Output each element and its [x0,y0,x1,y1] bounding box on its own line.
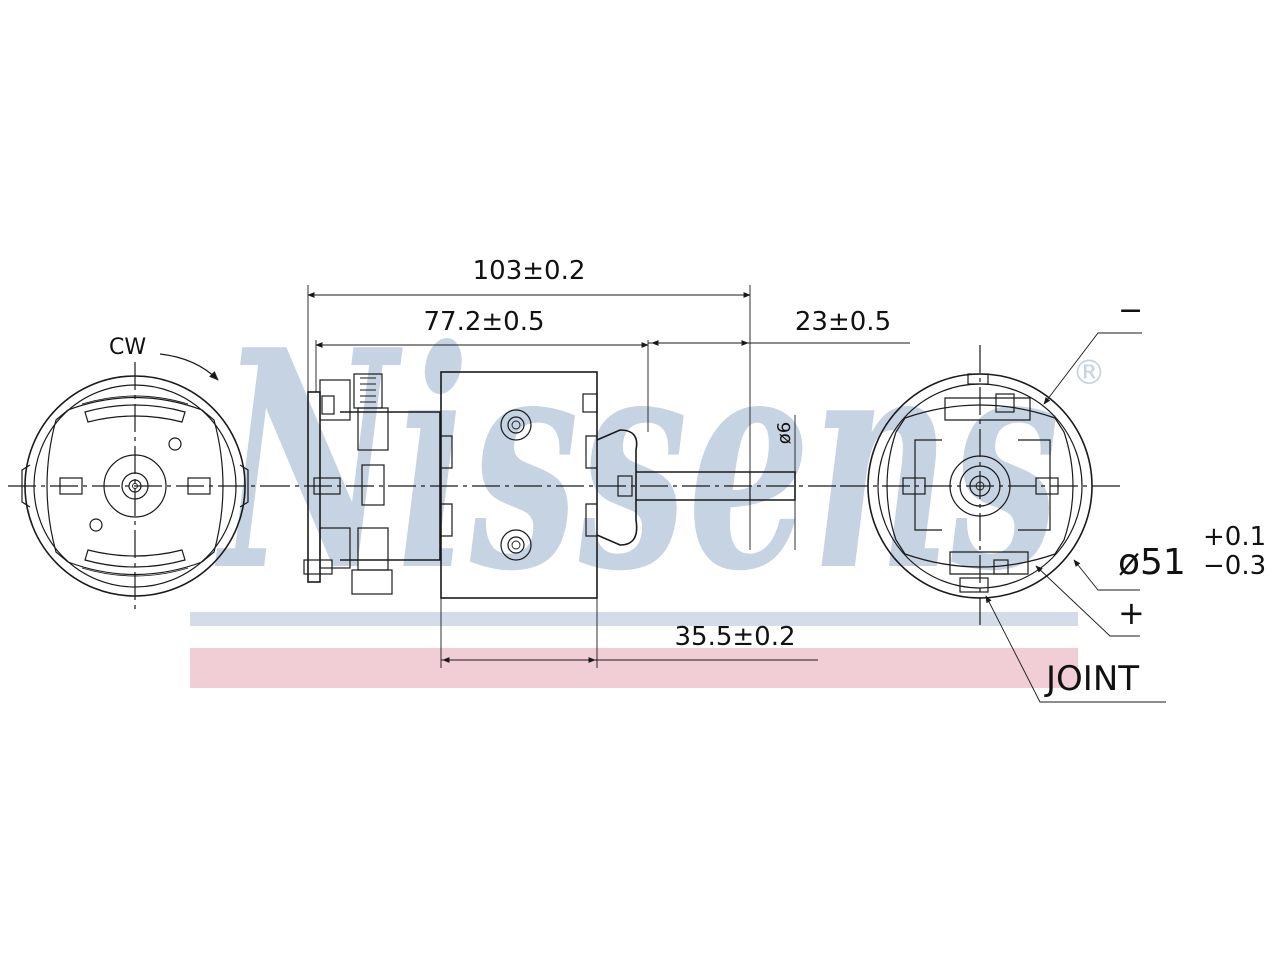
plus-terminal-label: + [1118,594,1145,632]
watermark-band-red [190,648,1078,688]
diameter-label: ø51 [1118,542,1186,583]
minus-terminal-label: − [1118,293,1143,328]
diameter-upper-tolerance: +0.1 [1203,522,1266,552]
dim-body-length: 77.2±0.5 [423,307,544,337]
right-end-view: − ø51 +0.1 −0.3 + JOINT [840,293,1266,703]
dim-shaft-length: 23±0.5 [795,307,891,337]
side-view: 103±0.2 77.2±0.5 23±0.5 ø6 35.5±0.2 [262,256,910,668]
watermark-band-blue [190,612,1078,626]
rotation-label: CW [109,335,146,360]
diameter-lower-tolerance: −0.3 [1203,551,1266,581]
dim-shaft-diameter: ø6 [774,422,795,444]
dim-overall-length: 103±0.2 [473,256,586,286]
dim-housing-length: 35.5±0.2 [674,622,795,652]
watermark-registered-mark: ® [1072,353,1106,393]
watermark-brand: Nissens [214,284,1060,637]
joint-label: JOINT [1044,659,1139,699]
left-end-view: CW [8,335,262,612]
